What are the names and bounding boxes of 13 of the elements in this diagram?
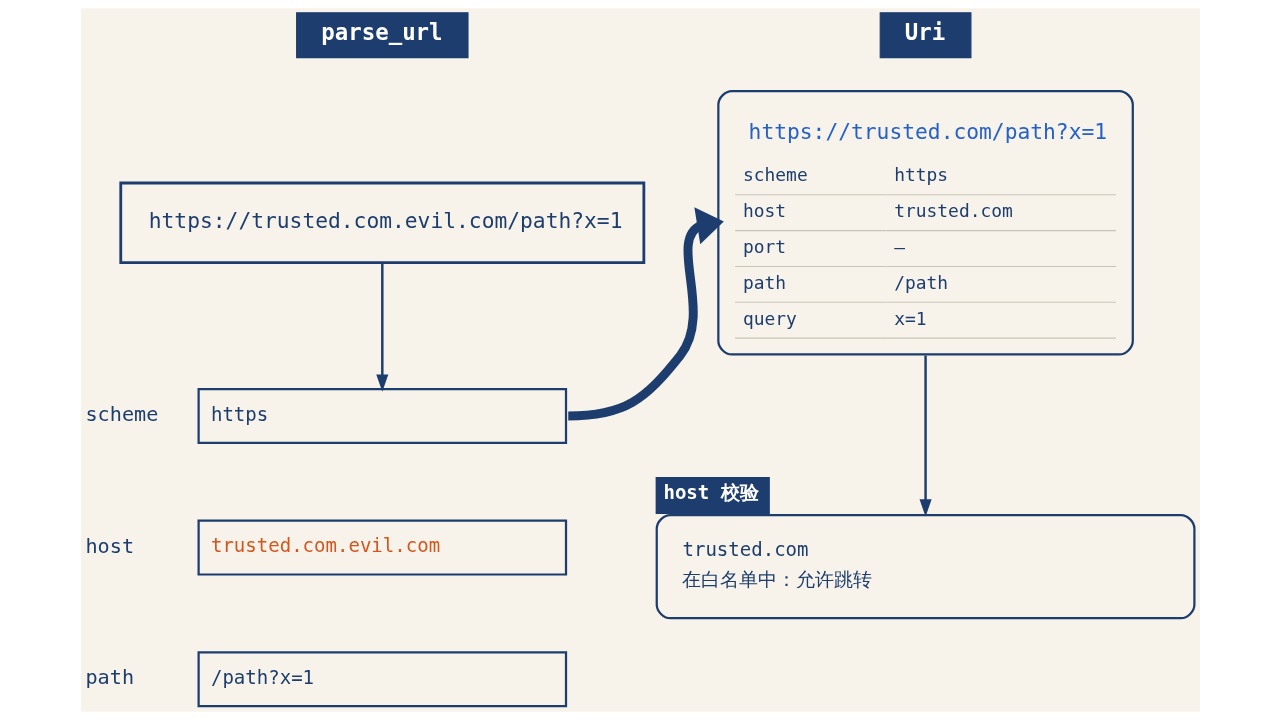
node-box: https://trusted.com.evil.com/path?x=1 bbox=[118, 181, 645, 264]
node-box: https://trusted.com/path?x=1 scheme https host trusted.com port – path /path query x=1 bbox=[716, 90, 1134, 356]
node-box: trusted.com.evil.com bbox=[197, 519, 567, 576]
arrow bbox=[919, 355, 932, 517]
arrow bbox=[375, 262, 388, 392]
node-box: Uri bbox=[879, 12, 971, 59]
node-box: /path?x=1 bbox=[197, 651, 567, 708]
node-label: scheme bbox=[84, 401, 158, 426]
node-box: https bbox=[197, 388, 567, 444]
node-label: host bbox=[84, 533, 134, 558]
node-box: parse_url bbox=[295, 12, 469, 59]
arrow bbox=[567, 207, 724, 421]
node-label: path bbox=[84, 665, 134, 690]
